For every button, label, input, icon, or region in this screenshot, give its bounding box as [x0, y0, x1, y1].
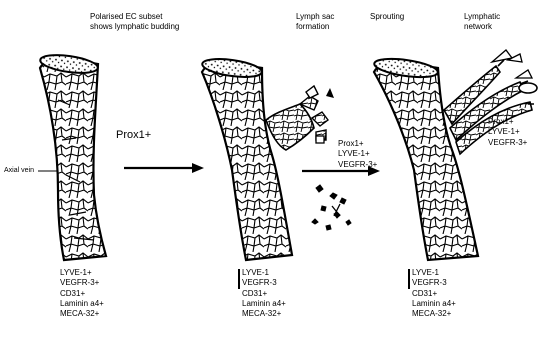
stage1-vessel: [39, 52, 106, 260]
right-marker-prox1: Prox1+: [488, 117, 527, 127]
stage1-marker-1: LYVE-1+: [60, 268, 104, 278]
middle-marker-prox1: Prox1+: [338, 139, 377, 149]
stage3-marker-2: VEGFR-3: [412, 278, 456, 288]
middle-marker-lyve1: LYVE-1+: [338, 149, 377, 159]
header-network-line2: network: [464, 22, 500, 32]
stage1-marker-2: VEGFR-3+: [60, 278, 104, 288]
header-polarized: Polarised EC subset shows lymphatic budd…: [90, 12, 179, 32]
right-marker-vegfr3: VEGFR-3+: [488, 138, 527, 148]
stage3-marker-3: CD31+: [412, 289, 456, 299]
arrow-prox1: [124, 163, 204, 173]
header-network: Lymphatic network: [464, 12, 500, 32]
stage3-marker-5: MECA-32+: [412, 309, 456, 319]
stage2-marker-3: CD31+: [242, 289, 286, 299]
stage1-marker-4: Laminin a4+: [60, 299, 104, 309]
axial-vein-label: Axial vein: [4, 166, 34, 176]
header-sprouting: Sprouting: [370, 12, 404, 22]
header-lymph-sac: Lymph sac formation: [296, 12, 334, 32]
header-lymph-sac-line2: formation: [296, 22, 334, 32]
stage3-down-indicator: [408, 269, 410, 289]
stage3-markers: LYVE-1 VEGFR-3 CD31+ Laminin a4+ MECA-32…: [412, 268, 456, 319]
header-polarized-line2: shows lymphatic budding: [90, 22, 179, 32]
right-marker-lyve1: LYVE-1+: [488, 127, 527, 137]
stage2-vessel: [201, 56, 351, 260]
middle-marker-vegfr3: VEGFR-3+: [338, 160, 377, 170]
middle-markers: Prox1+ LYVE-1+ VEGFR-3+: [338, 139, 377, 170]
stage3-marker-1: LYVE-1: [412, 268, 456, 278]
stage2-marker-1: LYVE-1: [242, 268, 286, 278]
stage2-markers: LYVE-1 VEGFR-3 CD31+ Laminin a4+ MECA-32…: [242, 268, 286, 319]
header-network-line1: Lymphatic: [464, 12, 500, 22]
stage2-marker-4: Laminin a4+: [242, 299, 286, 309]
prox1-arrow-label: Prox1+: [116, 130, 151, 140]
stage2-down-indicator: [238, 269, 240, 289]
stage2-marker-2: VEGFR-3: [242, 278, 286, 288]
stage1-markers: LYVE-1+ VEGFR-3+ CD31+ Laminin a4+ MECA-…: [60, 268, 104, 319]
stage1-marker-5: MECA-32+: [60, 309, 104, 319]
header-lymph-sac-line1: Lymph sac: [296, 12, 334, 22]
stage1-marker-3: CD31+: [60, 289, 104, 299]
stage3-marker-4: Laminin a4+: [412, 299, 456, 309]
header-polarized-line1: Polarised EC subset: [90, 12, 179, 22]
stage3-vessel: [373, 50, 537, 260]
stage2-marker-5: MECA-32+: [242, 309, 286, 319]
right-markers: Prox1+ LYVE-1+ VEGFR-3+: [488, 117, 527, 148]
